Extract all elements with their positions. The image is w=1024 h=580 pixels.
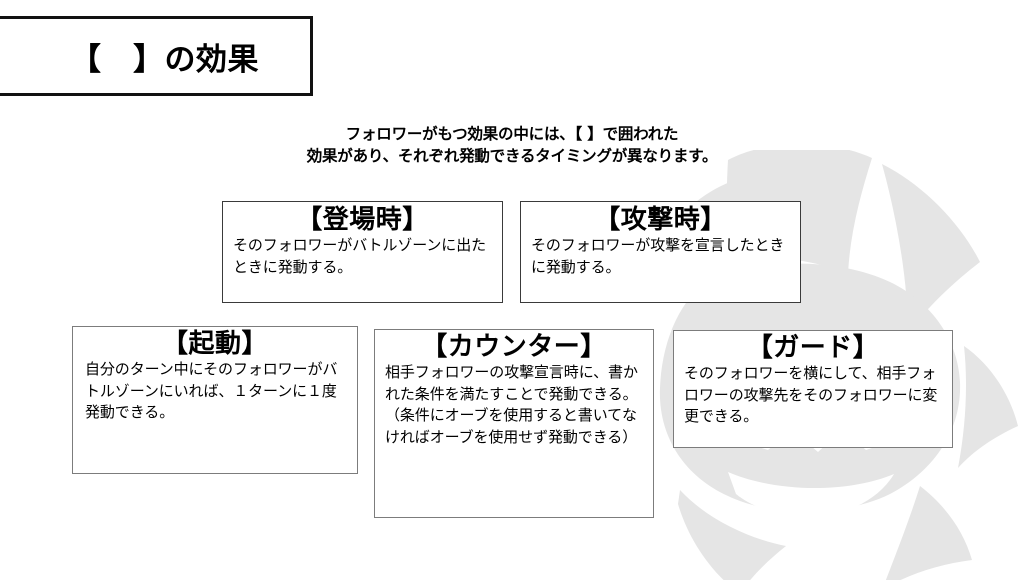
effect-card-description: 自分のターン中にそのフォロワーがバトルゾーンにいれば、１ターンに１度発動できる。 xyxy=(85,360,338,422)
effect-card-title: 【攻撃時】 xyxy=(594,205,727,235)
effect-card-description: そのフォロワーがバトルゾーンに出たときに発動する。 xyxy=(233,236,487,276)
effect-card-kidou: 【起動】 自分のターン中にそのフォロワーがバトルゾーンにいれば、１ターンに１度発… xyxy=(72,326,358,474)
effect-card-title: 【登場時】 xyxy=(296,205,429,235)
effect-card-description: 相手フォロワーの攻撃宣言時に、書かれた条件を満たすことで発動できる。（条件にオー… xyxy=(385,363,638,446)
effect-card-guard: 【ガード】 そのフォロワーを横にして、相手フォロワーの攻撃先をそのフォロワーに変… xyxy=(673,330,953,448)
effect-card-kougekiji: 【攻撃時】 そのフォロワーが攻撃を宣言したときに発動する。 xyxy=(520,201,801,303)
effect-card-title: 【起動】 xyxy=(161,329,268,359)
effect-card-title: 【ガード】 xyxy=(746,333,880,363)
effect-card-description: そのフォロワーが攻撃を宣言したときに発動する。 xyxy=(531,236,785,276)
effect-card-toujouji: 【登場時】 そのフォロワーがバトルゾーンに出たときに発動する。 xyxy=(222,201,503,303)
page-title: 【 】の効果 xyxy=(70,41,259,78)
effect-card-title: 【カウンター】 xyxy=(421,332,607,362)
effect-card-description: そのフォロワーを横にして、相手フォロワーの攻撃先をそのフォロワーに変更できる。 xyxy=(684,364,938,426)
slide-subtitle: フォロワーがもつ効果の中には、【 】で囲われた 効果があり、それぞれ発動できるタ… xyxy=(306,125,718,165)
effect-card-counter: 【カウンター】 相手フォロワーの攻撃宣言時に、書かれた条件を満たすことで発動でき… xyxy=(374,329,654,518)
slide-title-box: 【 】の効果 xyxy=(0,16,313,96)
